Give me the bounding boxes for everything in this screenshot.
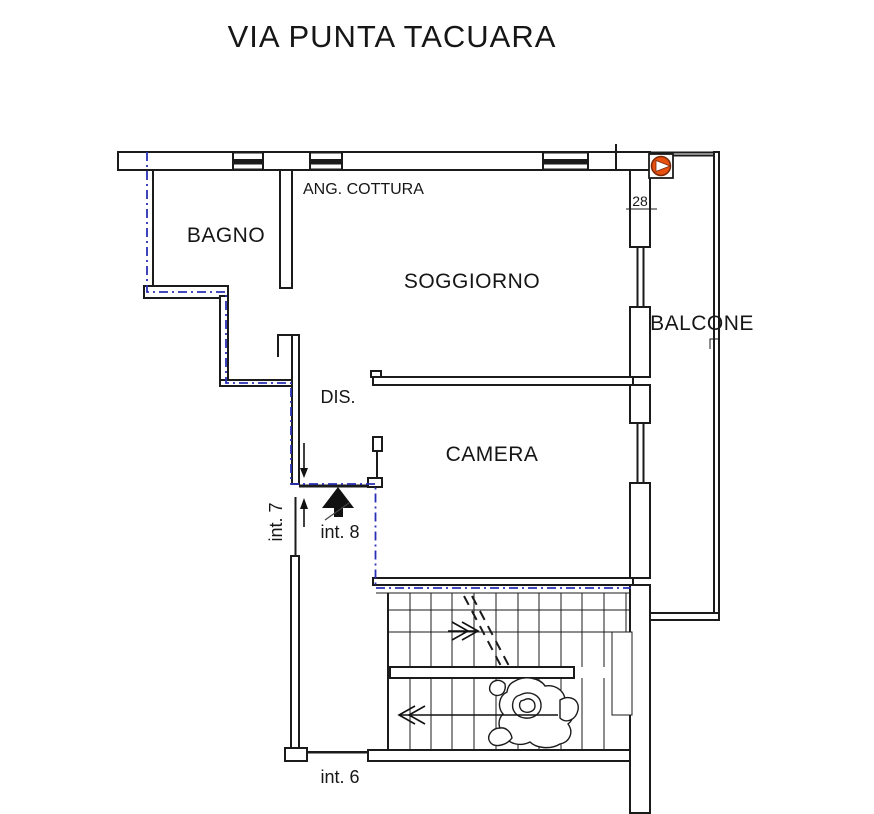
- window-top-3: [542, 152, 589, 171]
- room-label-ang-cottura: ANG. COTTURA: [303, 181, 424, 198]
- unit-label-int7: int. 7: [266, 502, 286, 541]
- dimension-label-28: 28: [632, 193, 648, 209]
- stair-up-arrow-icon: [448, 621, 480, 641]
- direction-arrows: [300, 443, 558, 725]
- dis-west-wall: [291, 334, 300, 485]
- interior-walls: [143, 169, 634, 762]
- camera-west-top: [372, 436, 383, 452]
- room-label-balcone: BALCONE: [650, 312, 754, 335]
- balcony-walls: [649, 151, 720, 621]
- bagno-cottura-divider: [279, 169, 293, 289]
- unit-label-int6: int. 6: [320, 767, 359, 787]
- person-figure: [488, 677, 579, 749]
- corridor-wall-foot: [284, 747, 308, 762]
- unit-boundary-line: [146, 152, 631, 589]
- room-label-dis: DIS.: [320, 387, 355, 407]
- stair-down-arrow-icon: [397, 705, 558, 725]
- camera-north-notch: [370, 370, 382, 378]
- window-top-2: [309, 152, 343, 171]
- landing-south-wall: [367, 749, 631, 762]
- window-top-1: [232, 152, 264, 171]
- dis-wall-hook: [277, 334, 293, 357]
- balcony-mark: [709, 338, 720, 349]
- room-label-bagno: BAGNO: [187, 224, 265, 247]
- camera-north-wall: [372, 376, 634, 386]
- entrance-arrow-icon: [322, 487, 354, 521]
- stair-treads-upper: [409, 593, 627, 667]
- stair-handrail: [388, 665, 576, 680]
- labels: VIA PUNTA TACUARA BAGNO ANG. COTTURA SOG…: [187, 19, 754, 787]
- corridor-wall-lower: [290, 555, 300, 753]
- stair-break-line: [463, 595, 510, 667]
- room-label-camera: CAMERA: [446, 443, 539, 466]
- room-label-soggiorno: SOGGIORNO: [404, 270, 540, 293]
- unit-label-int8: int. 8: [320, 522, 359, 542]
- staircase: [307, 592, 633, 762]
- stair-shaft-box: [611, 631, 633, 716]
- entry-step: [367, 477, 383, 488]
- door-arrow-up-icon: [300, 498, 308, 527]
- door-arrow-down-icon: [300, 443, 308, 478]
- right-wall: [629, 169, 651, 814]
- exterior-walls: [117, 144, 720, 814]
- camera-marker-icon: [648, 153, 674, 179]
- camera-south-wall: [372, 577, 634, 586]
- street-title: VIA PUNTA TACUARA: [228, 19, 557, 54]
